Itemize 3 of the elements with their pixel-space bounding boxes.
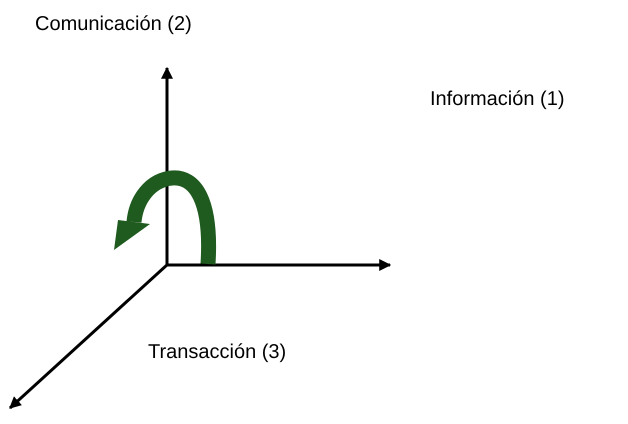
axis-label: Información (1) — [430, 87, 564, 111]
axis-label: Comunicación (2) — [35, 12, 192, 36]
axis-label: Transacción (3) — [148, 340, 286, 364]
